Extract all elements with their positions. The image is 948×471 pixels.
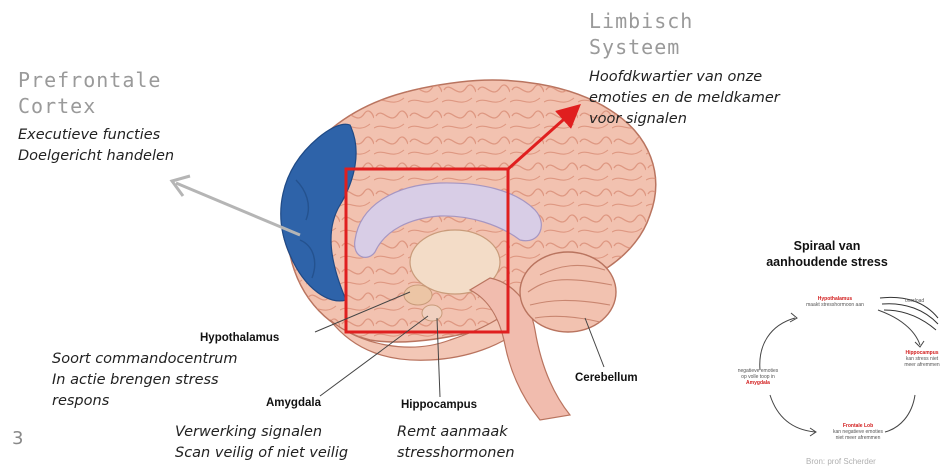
spiral-node-hypothalamus-text: maakt stresshormoon aan	[795, 302, 875, 308]
limbic-desc-line3: voor signalen	[589, 109, 780, 130]
spiral-overload-text: overload	[905, 298, 945, 304]
hippocampus-desc-line1: Remt aanmaak	[397, 422, 515, 443]
hypothalamus-desc-line2: In actie brengen stress	[52, 370, 238, 391]
hypothalamus-label: Hypothalamus	[200, 332, 279, 344]
limbic-desc-line1: Hoofdkwartier van onze	[589, 67, 780, 88]
spiral-node-hypothalamus: Hypothalamus maakt stresshormoon aan	[795, 296, 875, 308]
hypothalamus-description: Soort commandocentrum In actie brengen s…	[52, 349, 238, 412]
hippocampus-description: Remt aanmaak stresshormonen	[397, 422, 515, 464]
limbic-description: Hoofdkwartier van onze emoties en de mel…	[589, 67, 780, 130]
page-number: 3	[12, 428, 23, 449]
prefrontal-desc-line1: Executieve functies	[18, 125, 174, 146]
spiral-node-amygdala: negatieve emoties op volle toop in Amygd…	[723, 368, 793, 386]
hippocampus-desc-line2: stresshormonen	[397, 443, 515, 464]
amygdala-label: Amygdala	[266, 397, 321, 409]
spiral-node-frontal-text2: niet meer afremmen	[818, 435, 898, 441]
spiral-title-line1: Spiraal van	[752, 238, 902, 254]
spiral-node-amygdala-title: Amygdala	[723, 380, 793, 386]
cerebellum-label: Cerebellum	[575, 372, 638, 384]
spiral-node-frontal-lobe: Frontale Lob kan negatieve emoties niet …	[818, 423, 898, 441]
hippocampus-label: Hippocampus	[401, 399, 477, 411]
hypothalamus-desc-line1: Soort commandocentrum	[52, 349, 238, 370]
prefrontal-title-line1: Prefrontale	[18, 67, 161, 93]
prefrontal-title: Prefrontale Cortex	[18, 67, 161, 119]
prefrontal-description: Executieve functies Doelgericht handelen	[18, 125, 174, 167]
limbic-title-line2: Systeem	[589, 34, 693, 60]
limbic-desc-line2: emoties en de meldkamer	[589, 88, 780, 109]
cerebellum	[520, 252, 616, 332]
limbic-title-line1: Limbisch	[589, 8, 693, 34]
limbic-title: Limbisch Systeem	[589, 8, 693, 60]
amygdala-desc-line2: Scan veilig of niet veilig	[175, 443, 348, 464]
hypothalamus-desc-line3: respons	[52, 391, 238, 412]
spiral-title: Spiraal van aanhoudende stress	[752, 238, 902, 270]
prefrontal-desc-line2: Doelgericht handelen	[18, 146, 174, 167]
spiral-source: Bron: prof Scherder	[806, 457, 876, 466]
amygdala-description: Verwerking signalen Scan veilig of niet …	[175, 422, 348, 464]
spiral-node-hippocampus: Hippocampus kan stress niet meer afremme…	[898, 350, 946, 368]
spiral-node-hippocampus-text2: meer afremmen	[898, 362, 946, 368]
amygdala-desc-line1: Verwerking signalen	[175, 422, 348, 443]
prefrontal-title-line2: Cortex	[18, 93, 161, 119]
spiral-title-line2: aanhoudende stress	[752, 254, 902, 270]
